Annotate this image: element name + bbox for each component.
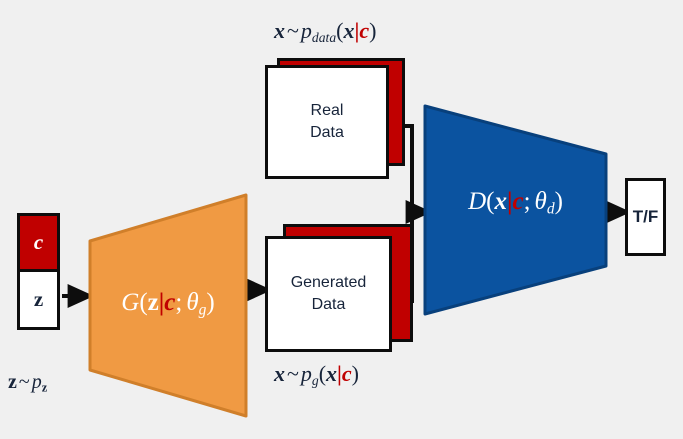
pdata-condition: c <box>359 18 370 43</box>
discriminator-label: D(x|c;θd) <box>423 189 608 217</box>
pg-p: p <box>300 361 312 386</box>
noise-distribution-label: z~pz <box>8 372 47 394</box>
generator-arg-c: c <box>164 289 176 316</box>
generator-close-paren: ) <box>206 289 215 316</box>
pg-arg: x <box>326 361 338 386</box>
pg-close-paren: ) <box>351 361 359 386</box>
pdata-p-subscript: data <box>311 30 337 46</box>
pdata-bar: | <box>354 18 360 43</box>
generator-arg-z: z <box>147 289 159 316</box>
input-vector[interactable]: c z <box>17 213 60 330</box>
discriminator-shape <box>423 104 608 316</box>
pdata-close-paren: ) <box>369 18 377 43</box>
real-data-distribution-label: x~pdata(x|c) <box>274 20 376 45</box>
discriminator-semicolon: ; <box>523 188 531 215</box>
pg-bar: | <box>337 361 342 386</box>
generator-block[interactable]: G(z|c;θg) <box>88 193 248 418</box>
generator-bar: | <box>158 289 165 316</box>
discriminator-fn: D <box>468 188 487 215</box>
discriminator-bar: | <box>506 188 513 215</box>
discriminator-arg-c: c <box>512 188 524 215</box>
real-data-line2: Data <box>310 124 344 141</box>
pg-open-paren: ( <box>318 361 327 386</box>
pz-tilde: ~ <box>18 371 30 393</box>
pdata-x: x <box>274 18 285 43</box>
pdata-open-paren: ( <box>336 18 344 43</box>
discriminator-open-paren: ( <box>486 188 495 215</box>
generator-semicolon: ; <box>175 289 183 316</box>
pdata-tilde: ~ <box>287 18 299 43</box>
pg-p-subscript: g <box>311 373 319 389</box>
generator-fn: G <box>121 289 140 316</box>
generator-shape <box>88 193 248 418</box>
generator-theta: θ <box>186 289 199 316</box>
pdata-p: p <box>300 18 312 43</box>
pg-condition: c <box>341 361 352 386</box>
real-data-card-face[interactable]: Real Data <box>265 65 389 179</box>
pz-subscript: z <box>41 380 48 395</box>
discriminator-block[interactable]: D(x|c;θd) <box>423 104 608 316</box>
generator-theta-subscript: g <box>198 301 207 319</box>
pg-x: x <box>274 361 285 386</box>
pz-p: p <box>31 371 42 393</box>
generated-data-distribution-label: x~pg(x|c) <box>274 363 359 388</box>
true-false-output[interactable]: T/F <box>625 178 666 256</box>
real-data-line1: Real <box>310 102 344 120</box>
pz-z: z <box>8 371 17 393</box>
discriminator-theta: θ <box>534 188 547 215</box>
noise-cell[interactable]: z <box>20 271 57 327</box>
generated-data-card-face[interactable]: Generated Data <box>265 236 392 352</box>
discriminator-close-paren: ) <box>554 188 563 215</box>
pg-tilde: ~ <box>287 361 299 386</box>
generator-label: G(z|c;θg) <box>88 290 248 318</box>
generator-open-paren: ( <box>139 289 148 316</box>
discriminator-theta-subscript: d <box>546 200 555 218</box>
generated-data-line1: Generated <box>290 274 367 292</box>
condition-cell[interactable]: c <box>20 216 57 272</box>
real-data-card[interactable]: Real Data <box>265 58 405 179</box>
generated-data-card[interactable]: Generated Data <box>265 224 413 352</box>
pdata-arg: x <box>343 18 355 43</box>
discriminator-arg-x: x <box>494 188 507 215</box>
generated-data-line2: Data <box>311 296 346 313</box>
